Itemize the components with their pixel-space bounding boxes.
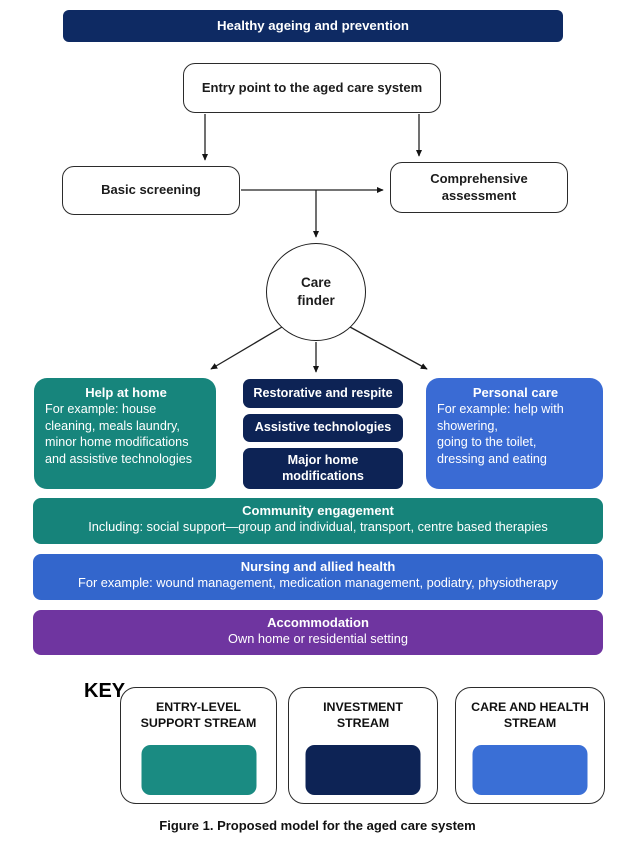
key-item-label: INVESTMENT STREAM [323,700,403,731]
key-entry-level-support-stream: ENTRY-LEVEL SUPPORT STREAM [120,687,277,804]
key-heading: KEY [84,680,126,702]
key-investment-stream: INVESTMENT STREAM [288,687,438,804]
box-help-at-home: Help at home For example: house cleaning… [34,378,216,489]
key-swatch-teal [141,745,256,795]
key-swatch-navy [305,745,421,795]
node-basic-screening: Basic screening [62,166,240,215]
box-body: For example: house cleaning, meals laund… [45,402,193,466]
bar-body: Own home or residential setting [228,631,408,646]
bar-title: Accommodation [267,615,369,630]
bar-title: Nursing and allied health [240,559,396,574]
bar-body: For example: wound management, medicatio… [78,575,558,590]
box-assistive-technologies: Assistive technologies [243,414,403,442]
node-care-finder: Care finder [266,243,366,341]
key-care-and-health-stream: CARE AND HEALTH STREAM [455,687,605,804]
key-item-label: ENTRY-LEVEL SUPPORT STREAM [140,700,257,731]
bar-nursing-allied-health: Nursing and allied health For example: w… [33,554,603,600]
node-entry-point: Entry point to the aged care system [183,63,441,113]
bar-community-engagement: Community engagement Including: social s… [33,498,603,544]
bar-accommodation: Accommodation Own home or residential se… [33,610,603,655]
box-personal-care: Personal care For example: help with sho… [426,378,603,489]
key-item-label: CARE AND HEALTH STREAM [471,700,589,731]
bar-body: Including: social support—group and indi… [88,519,548,534]
bar-title: Community engagement [242,503,394,518]
box-major-home-modifications: Major home modifications [243,448,403,489]
box-title: Personal care [472,385,559,400]
box-title: Help at home [85,385,167,400]
box-restorative-and-respite: Restorative and respite [243,379,403,408]
node-comprehensive-assessment: Comprehensive assessment [390,162,568,213]
figure-caption: Figure 1. Proposed model for the aged ca… [159,818,476,833]
key-swatch-blue [472,745,588,795]
banner-healthy-ageing: Healthy ageing and prevention [63,10,563,42]
box-body: For example: help with showering, going … [437,402,564,466]
